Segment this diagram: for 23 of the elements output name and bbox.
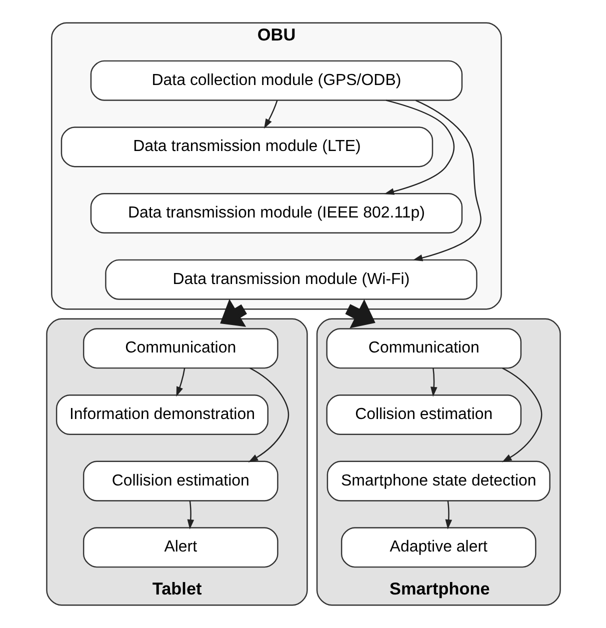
- arrow: [344, 299, 375, 328]
- arrow: [501, 368, 542, 462]
- arrow: [384, 100, 454, 195]
- node-box: Collision estimation: [82, 460, 278, 502]
- node-box: Communication: [82, 328, 278, 369]
- arrow: [186, 500, 194, 530]
- arrow: [412, 100, 481, 262]
- arrow: [220, 298, 246, 327]
- arrow: [444, 500, 452, 530]
- arrow: [264, 100, 278, 129]
- node-box: Adaptive alert: [340, 527, 536, 568]
- node-box: Information demonstration: [55, 394, 268, 435]
- node-box: Smartphone state detection: [326, 460, 550, 502]
- arrow: [430, 368, 437, 397]
- node-box: Alert: [82, 527, 278, 568]
- node-box: Collision estimation: [326, 394, 522, 435]
- arrow: [248, 368, 289, 462]
- node-box: Data collection module (GPS/ODB): [90, 60, 462, 101]
- node-box: Data transmission module (Wi-Fi): [104, 259, 477, 300]
- arrow: [176, 368, 185, 397]
- node-box: Data transmission module (IEEE 802.11p): [90, 192, 462, 234]
- node-box: Data transmission module (LTE): [60, 126, 433, 168]
- node-box: Communication: [326, 328, 522, 369]
